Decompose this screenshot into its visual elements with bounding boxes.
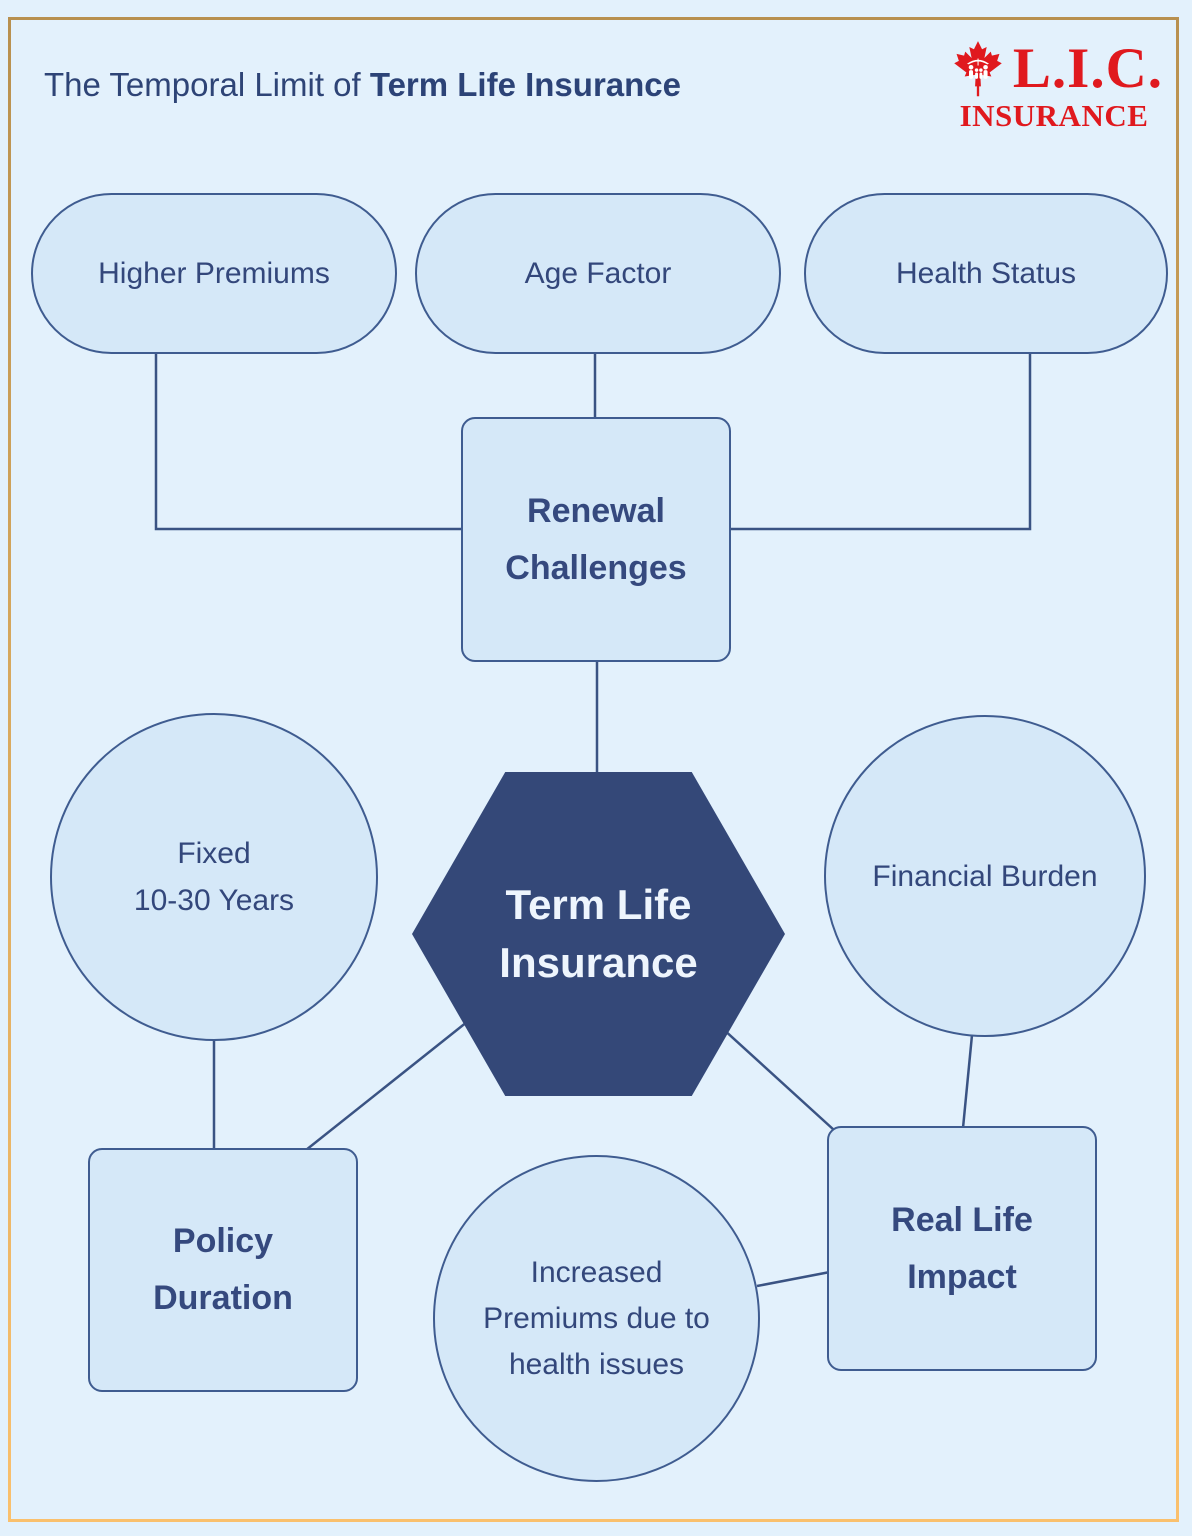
health-status-pill: Health Status: [804, 193, 1168, 354]
higher-premiums-label: Higher Premiums: [98, 256, 330, 290]
financial-burden-circle: Financial Burden: [824, 715, 1146, 1037]
renewal-challenges-box: Renewal Challenges: [461, 417, 731, 662]
policy-duration-line1: Policy: [172, 1222, 274, 1260]
fixed-years-circle: Fixed 10-30 Years: [50, 713, 378, 1041]
connector-premiums-circle-to-impact-box: [756, 1270, 831, 1288]
fixed-years-line2: 10-30 Years: [133, 884, 295, 917]
connector-burden-circle-to-impact-box: [961, 1034, 974, 1129]
increased-premiums-line3: health issues: [508, 1347, 685, 1381]
connector-hexagon-to-policy-box: [305, 1009, 483, 1151]
family-under-umbrella-silhouette: [966, 58, 989, 79]
logo-word: INSURANCE: [959, 98, 1149, 133]
policy-duration-box: Policy Duration: [88, 1148, 358, 1392]
increased-premiums-circle: Increased Premiums due to health issues: [433, 1155, 760, 1482]
page-title-regular: The Temporal Limit of: [44, 66, 370, 103]
connector-higher-premiums-to-renewal: [154, 353, 470, 531]
increased-premiums-line2: Premiums due to: [483, 1301, 710, 1335]
logo-top-row: L.I.C.: [945, 40, 1163, 98]
page-title-bold: Term Life Insurance: [369, 66, 682, 103]
fixed-years-line1: Fixed: [177, 837, 251, 870]
policy-duration-line2: Duration: [153, 1279, 293, 1317]
logo-acronym: L.I.C.: [1012, 37, 1163, 100]
age-factor-pill: Age Factor: [415, 193, 781, 354]
renewal-line1: Renewal: [527, 491, 665, 530]
financial-burden-label: Financial Burden: [872, 859, 1098, 893]
real-life-impact-line2: Impact: [907, 1257, 1017, 1296]
maple-leaf-family-icon: [954, 41, 1002, 97]
higher-premiums-pill: Higher Premiums: [31, 193, 397, 354]
health-status-label: Health Status: [895, 256, 1077, 290]
connector-health-status-to-renewal: [726, 353, 1032, 531]
page-title: The Temporal Limit of Term Life Insuranc…: [44, 66, 681, 104]
renewal-line2: Challenges: [505, 548, 687, 587]
real-life-impact-box: Real Life Impact: [827, 1126, 1097, 1371]
hexagon-line2: Insurance: [499, 939, 698, 986]
real-life-impact-line1: Real Life: [891, 1200, 1033, 1239]
age-factor-label: Age Factor: [524, 256, 672, 290]
hexagon-line1: Term Life: [505, 881, 692, 928]
increased-premiums-line1: Increased: [530, 1255, 663, 1289]
lic-insurance-logo: L.I.C. INSURANCE: [945, 40, 1163, 132]
